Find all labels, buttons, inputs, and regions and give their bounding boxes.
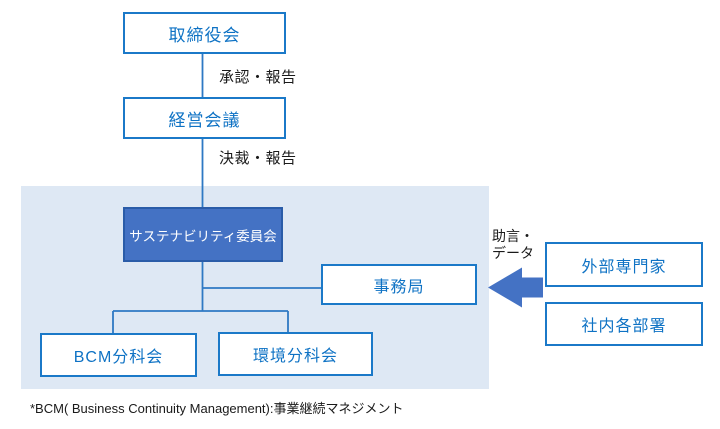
left-arrow-icon [488, 267, 543, 308]
bcm-footnote: *BCM( Business Continuity Management):事業… [30, 401, 404, 416]
board-of-directors-box: 取締役会 [123, 12, 286, 54]
advice-data-label-line2: データ [492, 245, 534, 261]
environment-subcommittee-box: 環境分科会 [218, 332, 373, 376]
sustainability-committee-box: サステナビリティ委員会 [123, 207, 283, 262]
secretariat-box: 事務局 [321, 264, 477, 305]
internal-departments-box: 社内各部署 [545, 302, 703, 346]
approval-report-label: 承認・報告 [219, 69, 297, 86]
decision-report-label: 決裁・報告 [219, 150, 297, 167]
bcm-subcommittee-box: BCM分科会 [40, 333, 197, 377]
management-meeting-box: 経営会議 [123, 97, 286, 139]
external-experts-box: 外部専門家 [545, 242, 703, 287]
advice-data-label-line1: 助言・ [492, 228, 534, 244]
advice-data-label: 助言・ データ [492, 228, 534, 262]
